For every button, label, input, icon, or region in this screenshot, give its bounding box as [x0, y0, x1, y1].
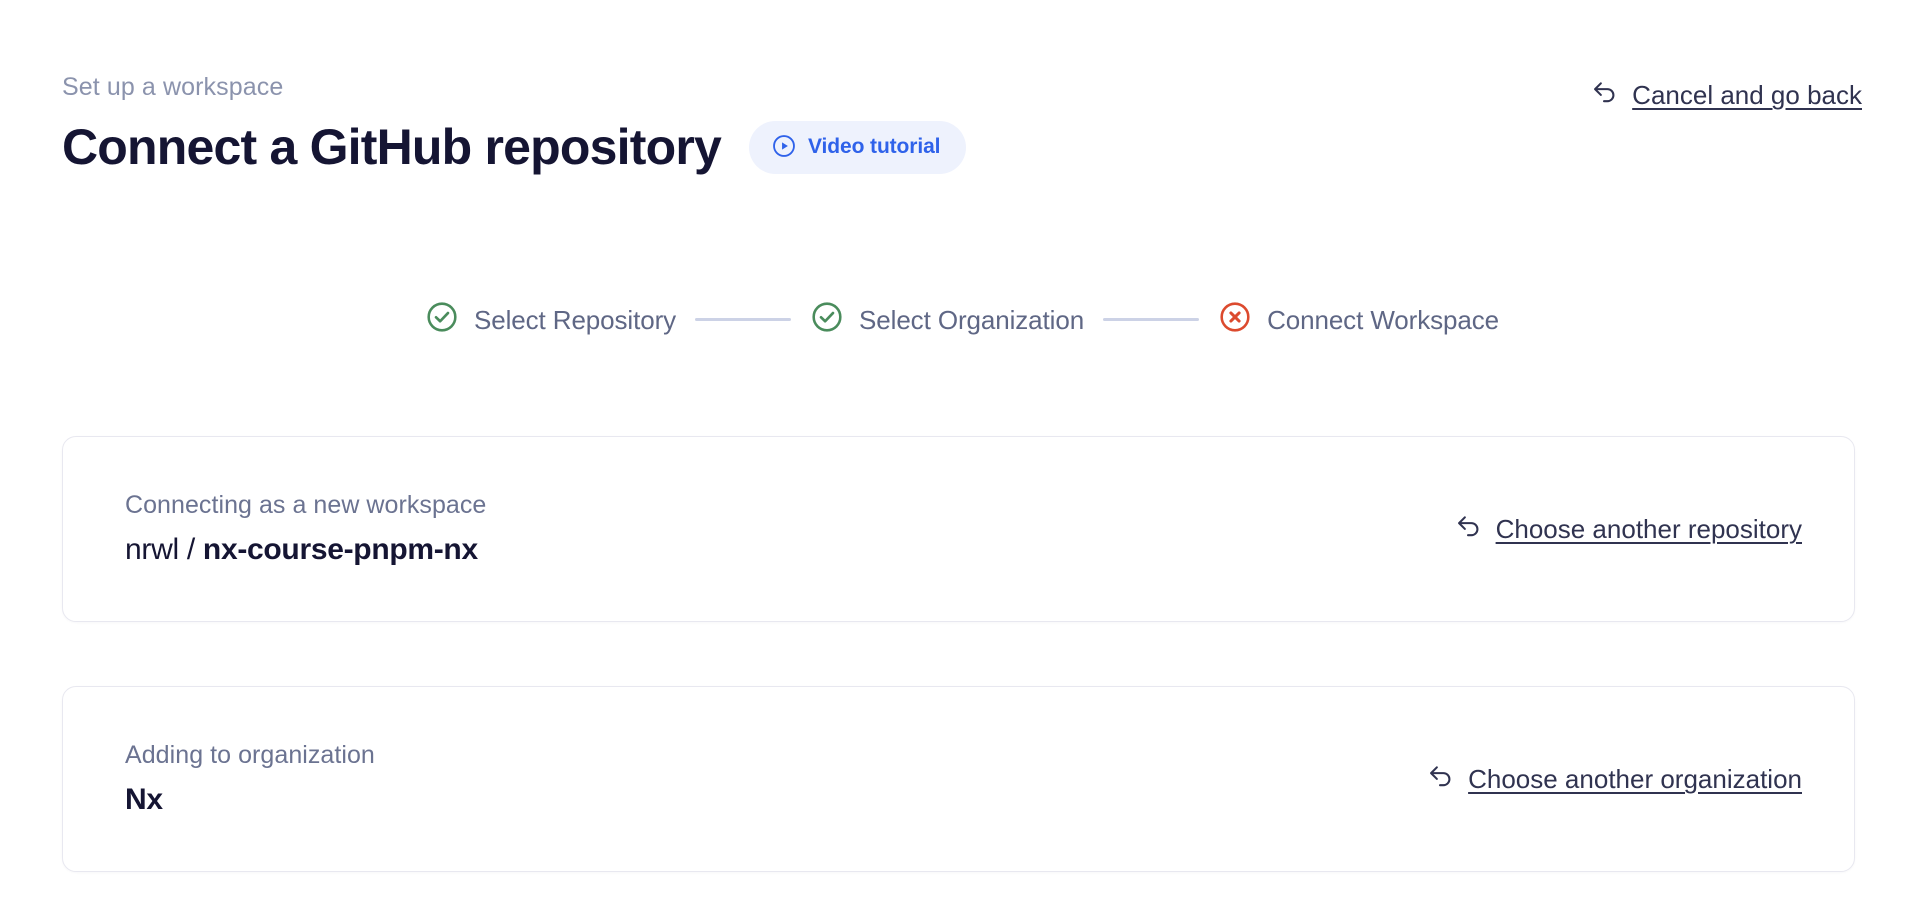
step-label: Connect Workspace: [1267, 304, 1499, 335]
choose-another-organization-link[interactable]: Choose another organization: [1426, 762, 1802, 796]
choose-another-organization-label: Choose another organization: [1468, 764, 1802, 794]
video-tutorial-button[interactable]: Video tutorial: [749, 120, 967, 174]
step-select-repository[interactable]: Select Repository: [425, 300, 676, 339]
step-connector: [1103, 318, 1200, 321]
repository-card: Connecting as a new workspace nrwl / nx-…: [62, 436, 1855, 622]
organization-card-text: Adding to organization Nx: [125, 740, 375, 819]
choose-another-repository-label: Choose another repository: [1495, 514, 1802, 544]
page-header: Set up a workspace Connect a GitHub repo…: [62, 72, 1862, 176]
step-connect-workspace[interactable]: Connect Workspace: [1218, 300, 1499, 339]
arrow-uturn-left-icon: [1426, 762, 1455, 796]
choose-another-repository-link[interactable]: Choose another repository: [1454, 512, 1802, 546]
repository-card-value: nrwl / nx-course-pnpm-nx: [125, 531, 486, 569]
arrow-uturn-left-icon: [1590, 78, 1619, 112]
video-tutorial-label: Video tutorial: [808, 135, 941, 158]
cancel-and-go-back-label: Cancel and go back: [1632, 80, 1862, 110]
cancel-and-go-back-link[interactable]: Cancel and go back: [1590, 78, 1862, 112]
step-label: Select Repository: [473, 304, 677, 335]
step-label: Select Organization: [859, 304, 1085, 335]
organization-card-caption: Adding to organization: [125, 740, 375, 769]
progress-stepper: Select Repository Select Organization Co…: [0, 300, 1924, 339]
repository-card-caption: Connecting as a new workspace: [125, 490, 487, 519]
organization-card: Adding to organization Nx Choose another…: [62, 686, 1855, 872]
play-circle-icon: [771, 133, 797, 162]
repository-name: nx-course-pnpm-nx: [202, 532, 478, 566]
x-circle-icon: [1218, 300, 1252, 339]
breadcrumb-eyebrow: Set up a workspace: [62, 73, 284, 101]
arrow-uturn-left-icon: [1454, 512, 1483, 546]
step-connector: [695, 318, 792, 321]
step-select-organization[interactable]: Select Organization: [810, 300, 1084, 339]
repository-card-inner: Connecting as a new workspace nrwl / nx-…: [63, 437, 1854, 621]
check-circle-icon: [425, 300, 459, 339]
organization-card-inner: Adding to organization Nx Choose another…: [63, 687, 1854, 871]
repository-owner: nrwl /: [125, 532, 203, 566]
repository-card-text: Connecting as a new workspace nrwl / nx-…: [125, 490, 486, 569]
title-row: Connect a GitHub repository Video tutori…: [62, 118, 1862, 176]
organization-card-value: Nx: [125, 782, 163, 816]
check-circle-icon: [810, 300, 844, 339]
page-title: Connect a GitHub repository: [62, 119, 722, 175]
